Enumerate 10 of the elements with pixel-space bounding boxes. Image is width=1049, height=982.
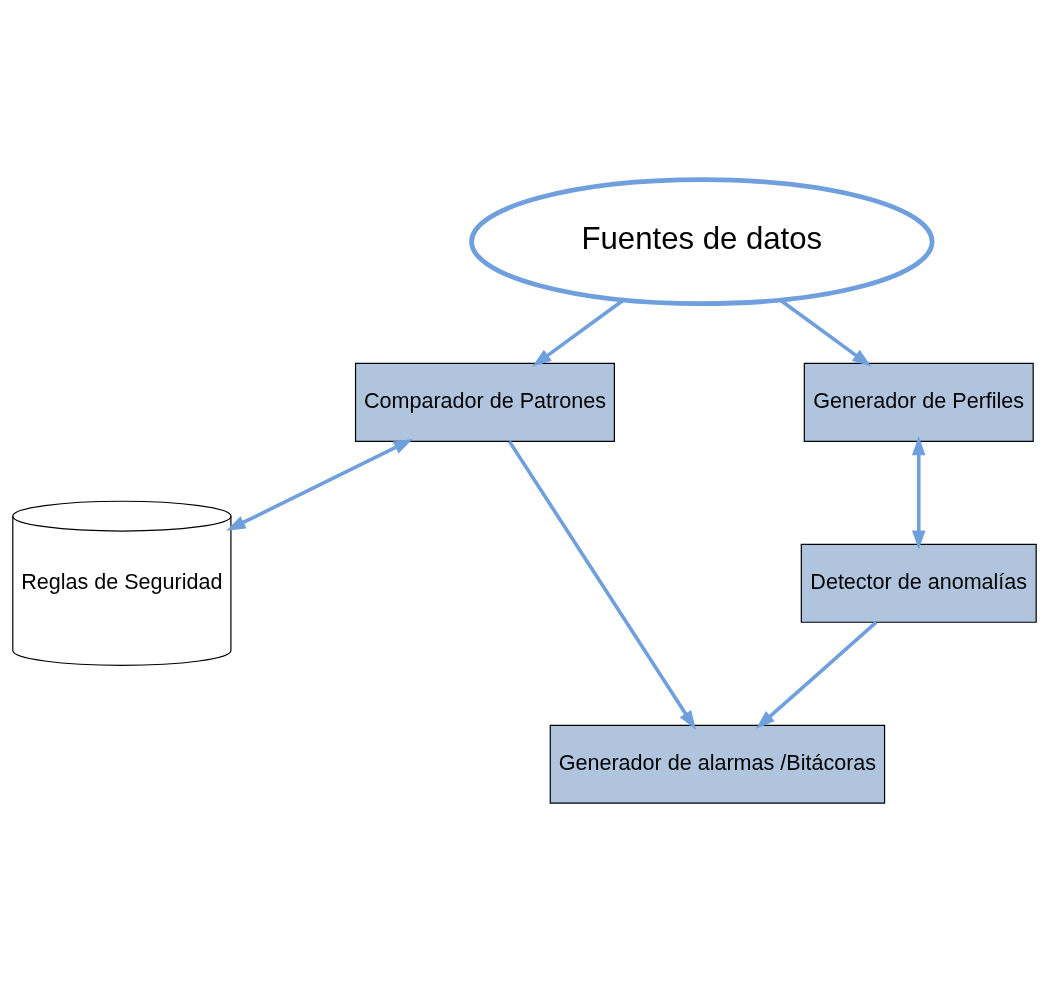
node-ellipse: Fuentes de datos (469, 176, 935, 306)
arrow (507, 439, 696, 730)
arrow (532, 298, 625, 367)
node-box: Detector de anomalías (800, 543, 1037, 623)
arrow (226, 438, 413, 531)
node-box: Generador de alarmas /Bitácoras (549, 724, 886, 804)
node-box: Comparador de Patrones (354, 362, 615, 442)
arrow (756, 620, 878, 729)
arrow (912, 435, 926, 550)
node-box: Generador de Perfiles (803, 362, 1034, 442)
